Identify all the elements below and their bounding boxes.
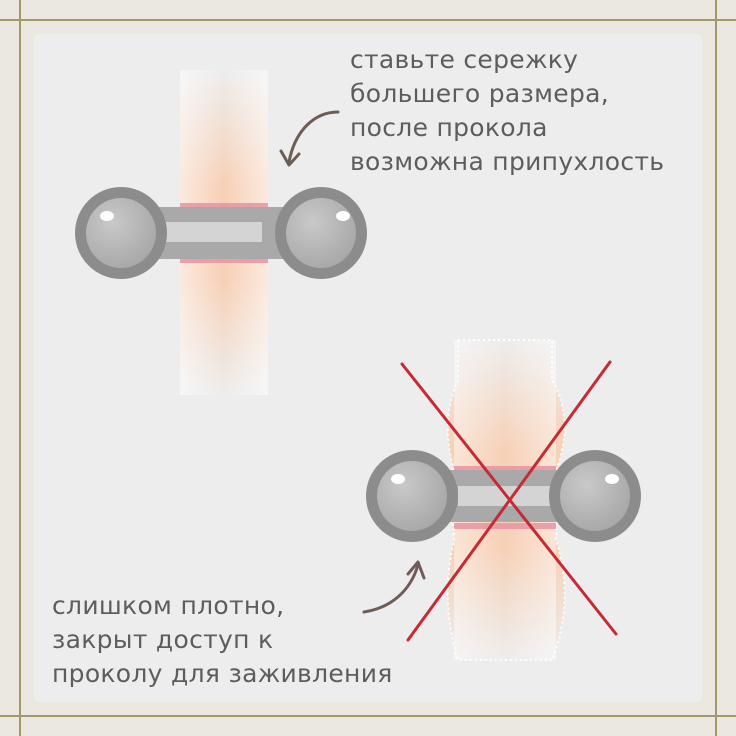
caption-line: проколу для заживления bbox=[52, 659, 393, 688]
caption-line: слишком плотно, bbox=[52, 591, 285, 620]
puncture-edge bbox=[454, 523, 556, 529]
puncture-edge bbox=[180, 257, 268, 263]
caption-line: закрыт доступ к bbox=[52, 625, 274, 654]
barbell-earring bbox=[75, 187, 367, 279]
puncture-edge bbox=[454, 466, 556, 472]
curved-arrow-icon bbox=[362, 560, 426, 614]
correct-caption: ставьте сережку большего размера, после … bbox=[350, 43, 664, 179]
caption-line: большего размера, bbox=[350, 79, 610, 108]
curved-arrow-icon bbox=[279, 110, 340, 167]
caption-line: после прокола bbox=[350, 113, 548, 142]
caption-line: ставьте сережку bbox=[350, 45, 579, 74]
caption-line: возможна припухлость bbox=[350, 147, 665, 176]
wrong-example bbox=[362, 339, 641, 661]
red-x-cross-icon bbox=[400, 360, 618, 642]
wrong-caption: слишком плотно, закрыт доступ к проколу … bbox=[52, 589, 393, 691]
puncture-edge bbox=[180, 203, 268, 209]
correct-example bbox=[75, 70, 367, 395]
barbell-earring-tight bbox=[366, 450, 641, 542]
